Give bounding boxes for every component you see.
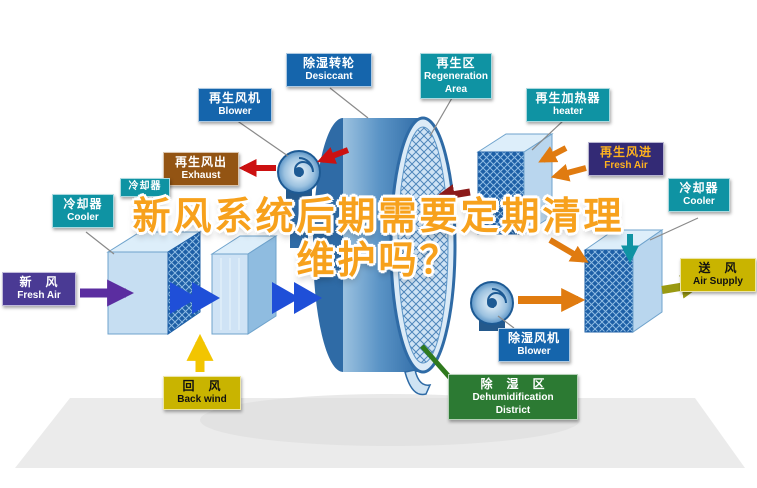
label-dehumid-blower: 除湿风机 Blower <box>498 328 570 362</box>
label-regeneration-area-zh: 再生区 <box>436 56 476 70</box>
label-air-supply-zh: 送 风 <box>698 261 738 275</box>
dehumid-zone-pointer <box>420 344 454 382</box>
label-cooler-left-zh: 冷却器 <box>63 197 103 211</box>
label-regen-heater-en: heater <box>552 106 583 117</box>
label-regeneration-area-en: Regeneration Area <box>424 71 488 95</box>
regen-fan-icon <box>277 150 321 248</box>
heat-exchanger-right-box <box>583 229 664 333</box>
label-exhaust-zh: 再生风出 <box>174 155 227 169</box>
page-title: 新风系统后期需要定期清理 维护吗？ <box>0 196 757 283</box>
label-cooler-right: 冷却器 Cooler <box>668 178 730 212</box>
regen-heater-box <box>476 133 554 235</box>
regen-arrow <box>316 147 350 164</box>
label-desiccant-en: Desiccant <box>305 71 353 82</box>
label-desiccant: 除湿转轮 Desiccant <box>286 53 372 87</box>
label-desiccant-zh: 除湿转轮 <box>302 56 355 70</box>
label-fresh-air-in-en: Fresh Air <box>17 290 61 301</box>
page-title-line2: 维护吗？ <box>296 239 461 282</box>
label-back-wind-zh: 回 风 <box>182 379 222 393</box>
label-dehumid-district-en2: District <box>495 404 531 416</box>
label-cooler-small: 冷却器 <box>120 178 170 197</box>
label-regeneration-area: 再生区 Regeneration Area <box>420 53 492 99</box>
label-fresh-air-in-zh: 新 风 <box>19 275 59 289</box>
regen-into-wheel-arrow <box>433 184 471 205</box>
wheel-bracket <box>404 369 432 396</box>
blue-flow-arrow <box>192 282 220 314</box>
rotary-desiccant-wheel <box>313 116 457 396</box>
label-dehumid-district-en1: Dehumidification <box>472 392 554 403</box>
leader-lines <box>85 87 699 382</box>
blue-flow-arrow <box>294 282 322 314</box>
label-back-wind: 回 风 Back wind <box>163 376 241 410</box>
cooler-left-box <box>210 235 278 335</box>
blue-flow-arrow <box>272 282 300 314</box>
label-cooler-left-en: Cooler <box>67 212 99 223</box>
label-fresh-air-in: 新 风 Fresh Air <box>2 272 76 306</box>
dehumid-fan-icon <box>470 281 514 331</box>
page-title-line1: 新风系统后期需要定期清理 <box>132 196 625 238</box>
label-regen-heater-zh: 再生加热器 <box>535 91 601 105</box>
floor-shadow <box>15 394 745 468</box>
cross-flow-arrow <box>548 237 589 263</box>
label-cooler-small-zh: 冷却器 <box>128 181 162 192</box>
label-regen-blower-en: Blower <box>218 106 252 117</box>
label-dehumid-blower-zh: 除湿风机 <box>507 331 560 345</box>
label-exhaust-en: Exhaust <box>181 170 221 181</box>
label-regen-blower-zh: 再生风机 <box>208 91 261 105</box>
label-cooler-right-zh: 冷却器 <box>679 181 719 195</box>
label-dehumid-district-zh: 除 湿 区 <box>480 377 546 391</box>
blue-flow-arrow <box>170 282 198 314</box>
heater-arrow <box>538 145 568 163</box>
label-regen-fresh-air-zh: 再生风进 <box>599 145 652 159</box>
label-dehumid-blower-en: Blower <box>517 346 551 357</box>
label-back-wind-en: Back wind <box>177 394 227 405</box>
label-cooler-right-en: Cooler <box>683 196 715 207</box>
label-exhaust: 再生风出 Exhaust <box>163 152 239 186</box>
label-regen-fresh-air: 再生风进 Fresh Air <box>588 142 664 176</box>
label-air-supply-en: Air Supply <box>692 276 743 287</box>
regeneration-arrows <box>238 145 639 264</box>
label-regen-fresh-air-en: Fresh Air <box>604 160 648 171</box>
label-regen-heater: 再生加热器 heater <box>526 88 610 122</box>
regen-fresh-in-arrow <box>550 164 587 182</box>
label-regen-blower: 再生风机 Blower <box>198 88 272 122</box>
label-dehumid-district: 除 湿 区 Dehumidification District <box>448 374 578 420</box>
label-cooler-left: 冷却器 Cooler <box>52 194 114 228</box>
